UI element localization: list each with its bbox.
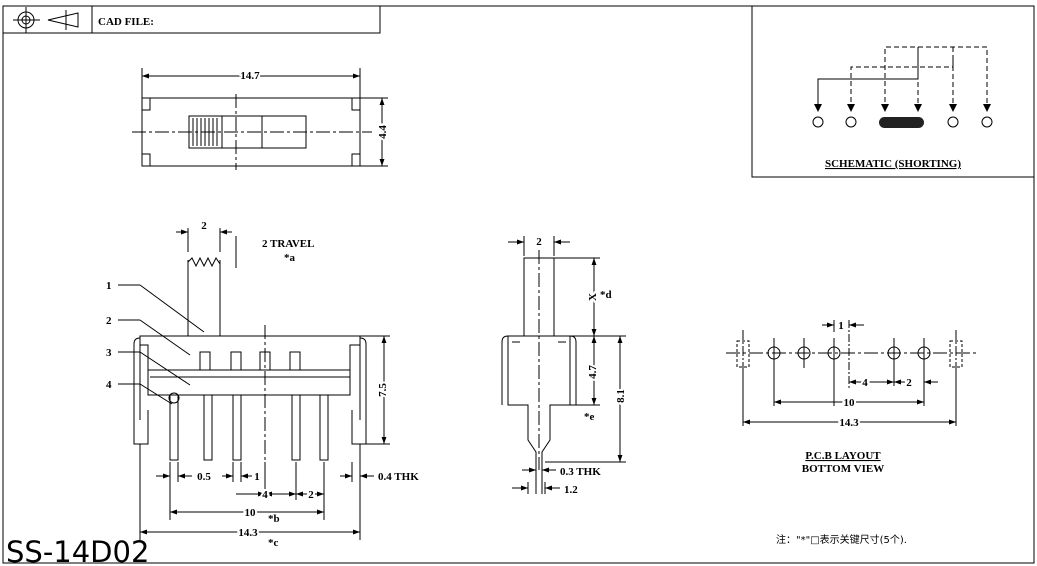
pcb-dim-2: 2 [906,377,912,389]
pcb-caption-1: P.C.B LAYOUT [805,450,881,462]
callout-4: 4 [106,379,112,391]
dim-travel: 2 TRAVEL [262,238,314,250]
shorting-contact [879,117,924,128]
callout-2: 2 [106,315,112,327]
pcb-dim-4: 4 [862,377,868,389]
dim-x: X [587,293,599,301]
pcb-dim-1: 1 [838,320,844,332]
front-view-labels: 2 2 TRAVEL *a 1 2 3 4 7.5 0.5 1 0.4 THK … [106,220,419,549]
top-view [132,68,388,170]
title-block: CAD FILE: [2,5,381,34]
dim-e: *e [584,411,595,423]
callout-3: 3 [106,347,112,359]
front-view [118,228,390,540]
dim-height: 7.5 [377,383,389,397]
projection-symbol-icon [13,7,79,33]
dim-8-1: 8.1 [615,389,627,403]
dim-4-7: 4.7 [587,365,599,379]
cad-file-label: CAD FILE: [98,16,154,28]
dim-14-3-note: *c [268,537,279,549]
schematic-caption: SCHEMATIC (SHORTING) [825,158,961,170]
side-view-labels: 2 X *d 4.7 *e 8.1 0.3 THK 1.2 [536,236,629,496]
dim-side-width: 2 [536,236,542,248]
dim-actuator-width: 2 [201,220,207,232]
footnote: 注："*"□表示关键尺寸(5个). [776,533,907,546]
dim-10: 10 [245,507,257,519]
dim-pin-gap: 1 [254,471,260,483]
side-view [501,236,626,494]
dim-top-width: 4.4 [377,125,389,139]
pcb-layout-labels: 1 4 2 10 14.3 P.C.B LAYOUT BOTTOM VIEW [802,320,914,475]
dim-x-note: *d [600,289,612,301]
sheet-border [2,5,1035,564]
callout-1: 1 [106,280,112,292]
pcb-caption-2: BOTTOM VIEW [802,463,884,475]
dim-top-length: 14.7 [240,70,260,82]
dim-pitch-2: 2 [308,489,314,501]
part-number: SS-14D02 [6,535,149,566]
dim-thk: 0.4 THK [378,471,419,483]
dim-1-2: 1.2 [564,484,578,496]
dim-side-thk: 0.3 THK [560,466,601,478]
dim-14-3: 14.3 [238,527,258,539]
dim-pin-width: 0.5 [197,471,211,483]
dim-10-note: *b [268,513,280,525]
dim-travel-note: *a [284,252,296,264]
dim-pitch-4: 4 [262,489,268,501]
schematic: SCHEMATIC (SHORTING) [751,5,1035,178]
pcb-layout [726,320,978,426]
pcb-dim-14-3: 14.3 [839,417,859,429]
pcb-dim-10: 10 [844,397,856,409]
